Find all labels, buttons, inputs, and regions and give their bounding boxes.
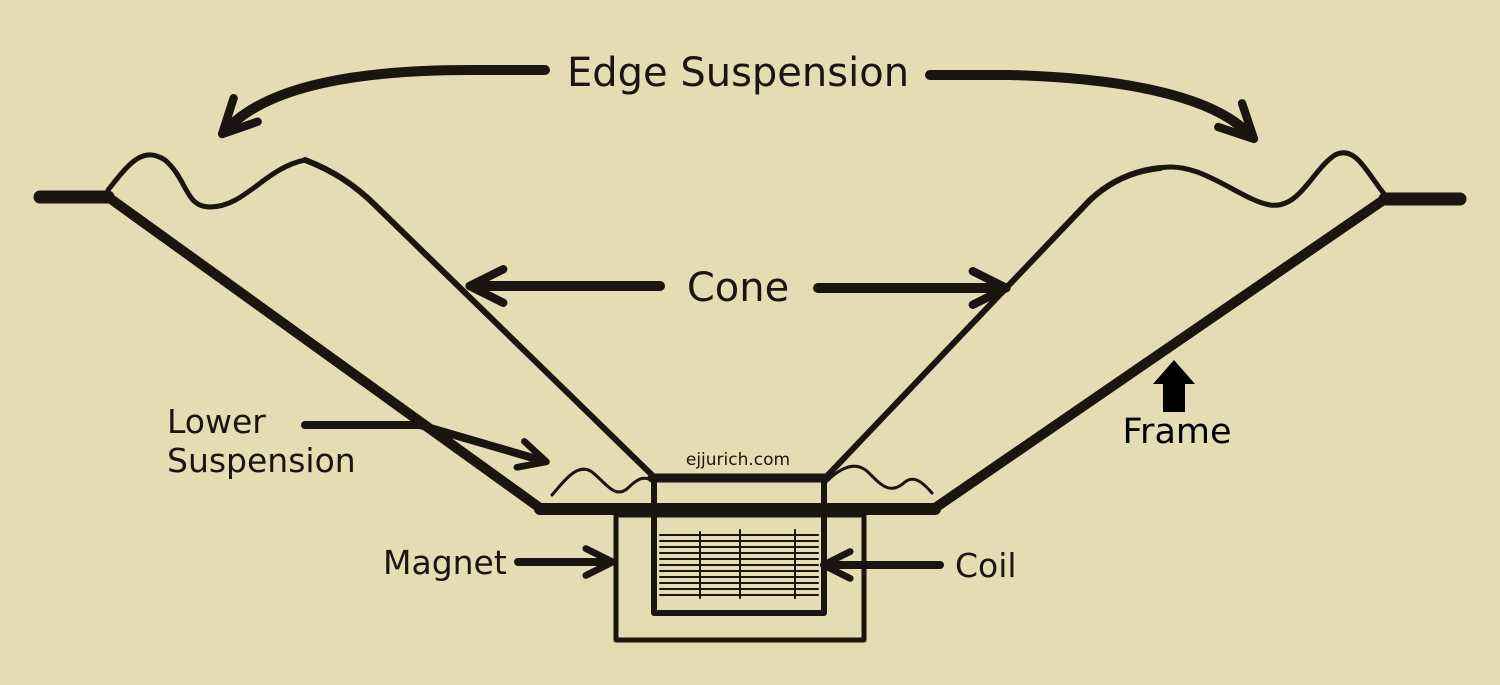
right-edge-surround: [1157, 150, 1388, 208]
edge-suspension-right-arrow: [925, 70, 1259, 144]
lower-suspension-label-line2: Suspension: [167, 441, 356, 480]
watermark-text: ejjurich.com: [686, 450, 790, 470]
cone-label: Cone: [687, 265, 789, 311]
coil-label: Coil: [955, 546, 1017, 585]
coil-former: [651, 475, 827, 616]
edge-suspension-label: Edge Suspension: [567, 50, 909, 96]
cone-right: [825, 165, 1163, 478]
cone-left: [302, 157, 655, 478]
frame-left-wall: [103, 192, 545, 513]
right-spider: [824, 464, 934, 495]
lower-suspension-label-line1: Lower: [167, 402, 266, 441]
magnet-label: Magnet: [383, 543, 507, 582]
left-spider: [550, 467, 656, 497]
left-edge-surround: [105, 152, 308, 210]
lower-suspension-arrow: [301, 421, 550, 471]
coil-windings: [659, 529, 819, 599]
frame-arrow: [1153, 360, 1195, 412]
frame-right-wall: [930, 194, 1390, 513]
edge-suspension-left-arrow: [217, 65, 550, 139]
frame-label: Frame: [1122, 412, 1231, 452]
